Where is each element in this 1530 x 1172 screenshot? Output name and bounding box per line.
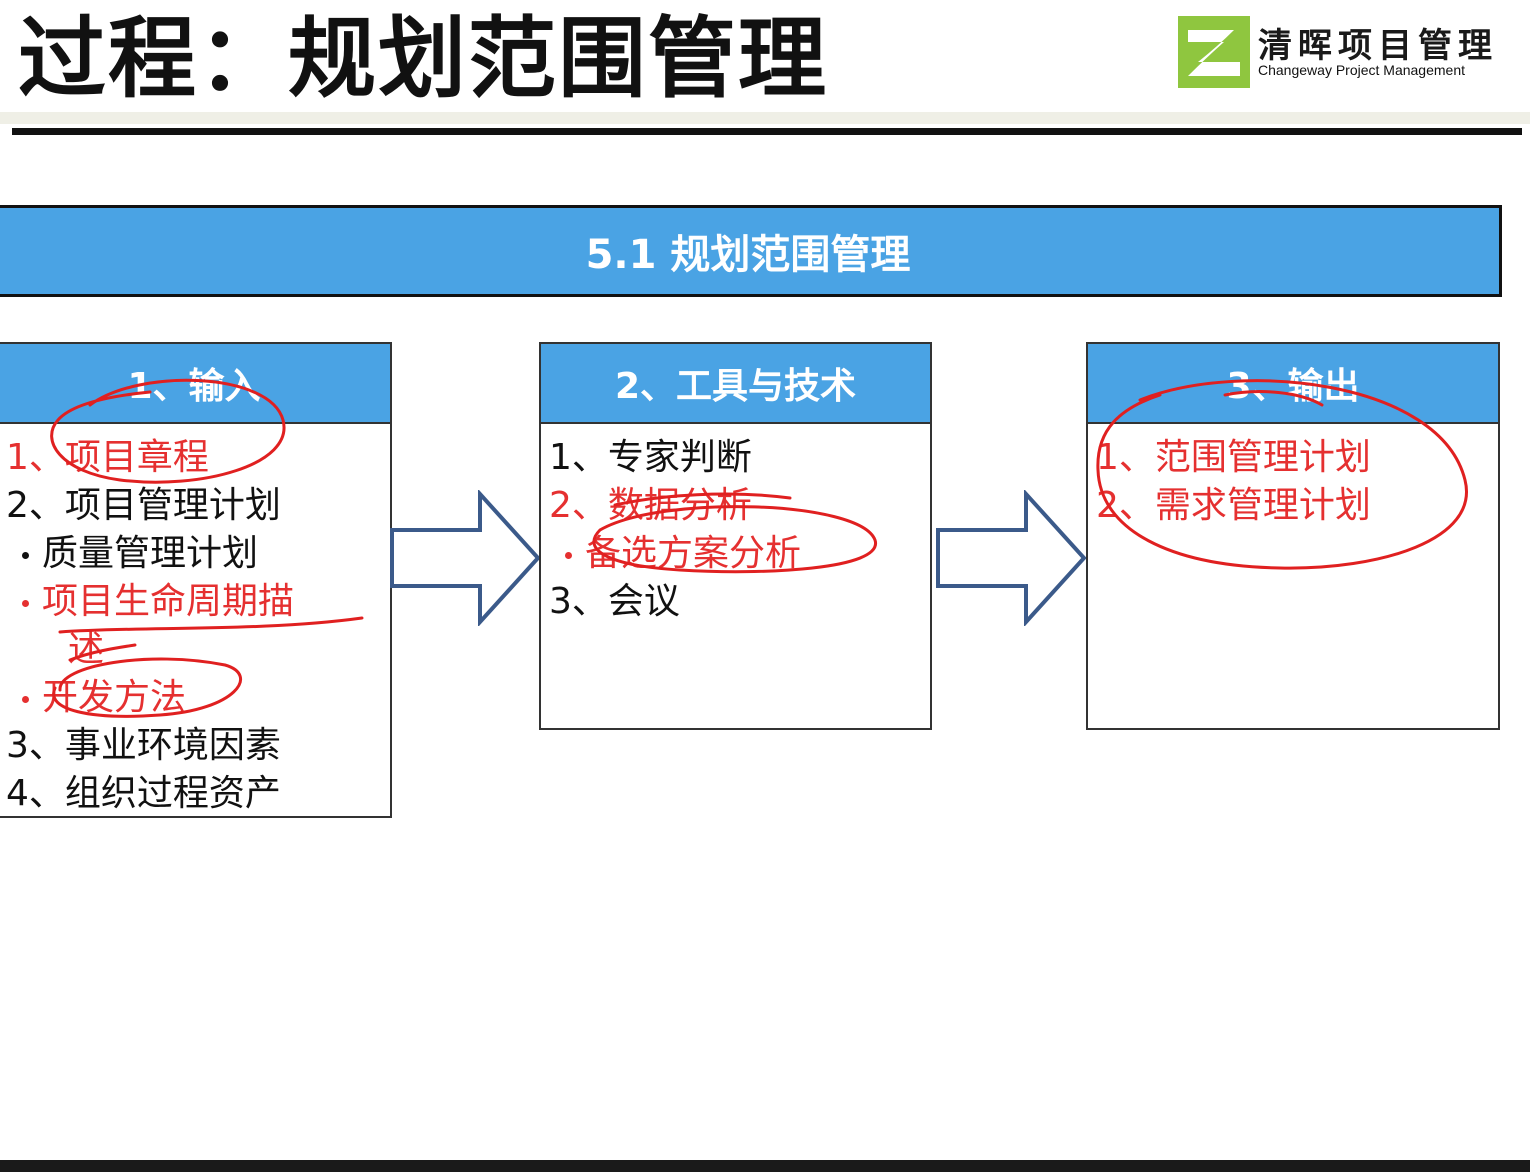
- output-header: 3、输出: [1088, 344, 1498, 424]
- input-item-pm-plan: 2、项目管理计划: [6, 485, 281, 526]
- tools-item-data-analysis: 2、数据分析: [549, 485, 752, 526]
- output-box: 3、输出 1、范围管理计划 2、需求管理计划: [1086, 342, 1500, 730]
- input-subitem-dev-approach: 开发方法: [6, 674, 390, 722]
- footer-bar: [0, 1160, 1530, 1172]
- tools-box: 2、工具与技术 1、专家判断 2、数据分析 备选方案分析 3、会议: [539, 342, 932, 730]
- input-subitem-quality-plan: 质量管理计划: [6, 530, 390, 578]
- logo-name-en: Changeway Project Management: [1258, 62, 1466, 78]
- input-header: 1、输入: [0, 344, 390, 424]
- tools-header: 2、工具与技术: [541, 344, 930, 424]
- logo-name-cn: 清晖项目管理: [1258, 26, 1498, 66]
- input-box: 1、输入 1、项目章程 2、项目管理计划 质量管理计划 项目生命周期描 述 开发…: [0, 342, 392, 818]
- input-subitem-lifecycle: 项目生命周期描: [6, 578, 390, 626]
- output-item-requirements-plan: 2、需求管理计划: [1096, 485, 1371, 526]
- changeway-logo-icon: [1178, 16, 1250, 88]
- output-item-scope-plan: 1、范围管理计划: [1096, 437, 1371, 478]
- process-banner: 5.1 规划范围管理: [0, 205, 1502, 297]
- tools-subitem-alternatives: 备选方案分析: [549, 530, 930, 578]
- arrow-right-icon: [390, 490, 541, 626]
- input-item-eef: 3、事业环境因素: [6, 725, 281, 766]
- tools-item-meetings: 3、会议: [549, 581, 680, 622]
- input-subitem-lifecycle-wrap: 述: [68, 629, 105, 670]
- tools-item-expert-judgment: 1、专家判断: [549, 437, 752, 478]
- input-item-opa: 4、组织过程资产: [6, 773, 281, 814]
- header-rule: [12, 128, 1522, 135]
- arrow-right-icon: [936, 490, 1087, 626]
- page-title: 过程：规划范围管理: [18, 7, 829, 110]
- company-logo: 清晖项目管理 Changeway Project Management: [1178, 16, 1508, 92]
- input-item-charter: 1、项目章程: [6, 437, 209, 478]
- header-band: [0, 112, 1530, 124]
